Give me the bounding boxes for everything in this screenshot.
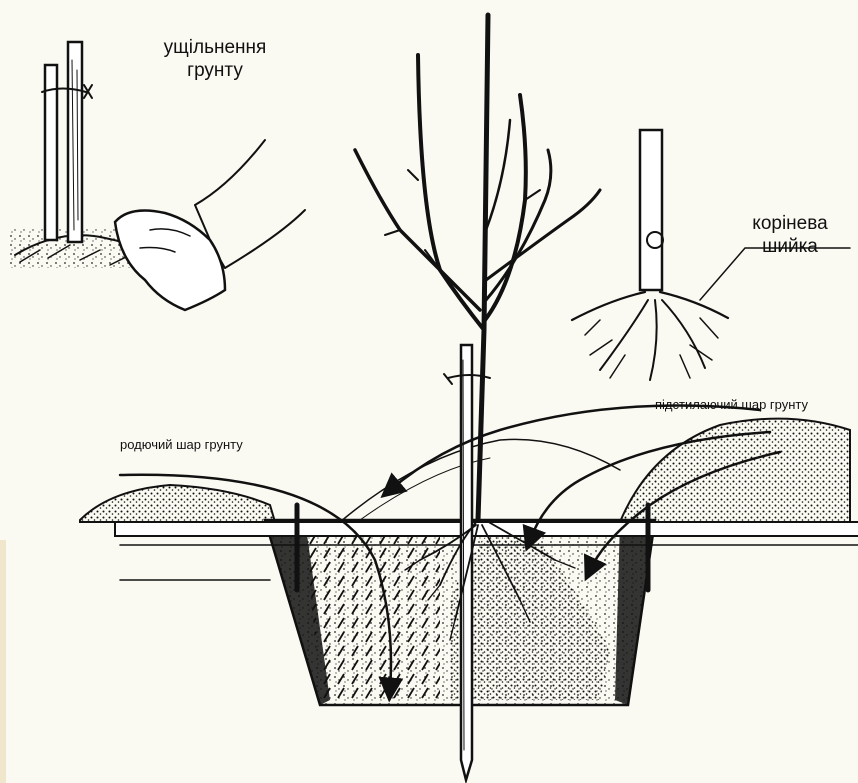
fertile-layer-label: родючий шар грунту bbox=[120, 437, 340, 453]
root-collar-label-line1: корінева bbox=[725, 213, 855, 236]
root-collar-label-line2: шийка bbox=[725, 236, 855, 259]
fertile-soil-heap bbox=[80, 485, 275, 522]
subsoil-layer-label: підстилаючий шар грунту bbox=[655, 397, 855, 413]
soil-compaction-label-line1: ущільнення bbox=[140, 37, 290, 60]
left-edge-strip bbox=[0, 540, 6, 783]
soil-compaction-label: ущільнення грунту bbox=[140, 37, 290, 83]
soil-compaction-label-line2: грунту bbox=[140, 60, 290, 83]
shoe bbox=[115, 210, 225, 310]
root-collar-label: корінева шийка bbox=[725, 213, 855, 259]
tree-trunk-small bbox=[68, 42, 82, 242]
